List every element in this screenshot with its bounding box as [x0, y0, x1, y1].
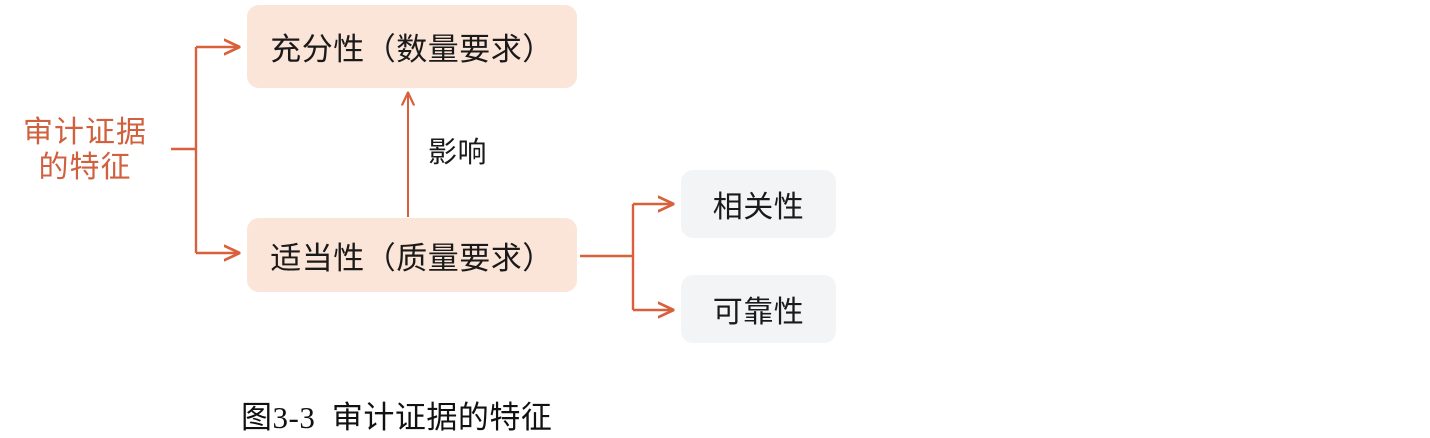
node-sufficiency[interactable]: 充分性（数量要求） [247, 5, 577, 88]
node-relevance[interactable]: 相关性 [681, 170, 836, 238]
node-reliability[interactable]: 可靠性 [681, 275, 836, 343]
edge-label-influence: 影响 [428, 137, 488, 169]
root-label-audit-evidence-characteristics: 审计证据 的特征 [23, 116, 147, 185]
node-appropriateness[interactable]: 适当性（质量要求） [247, 218, 577, 292]
figure-caption: 图3-3 审计证据的特征 [241, 400, 553, 435]
